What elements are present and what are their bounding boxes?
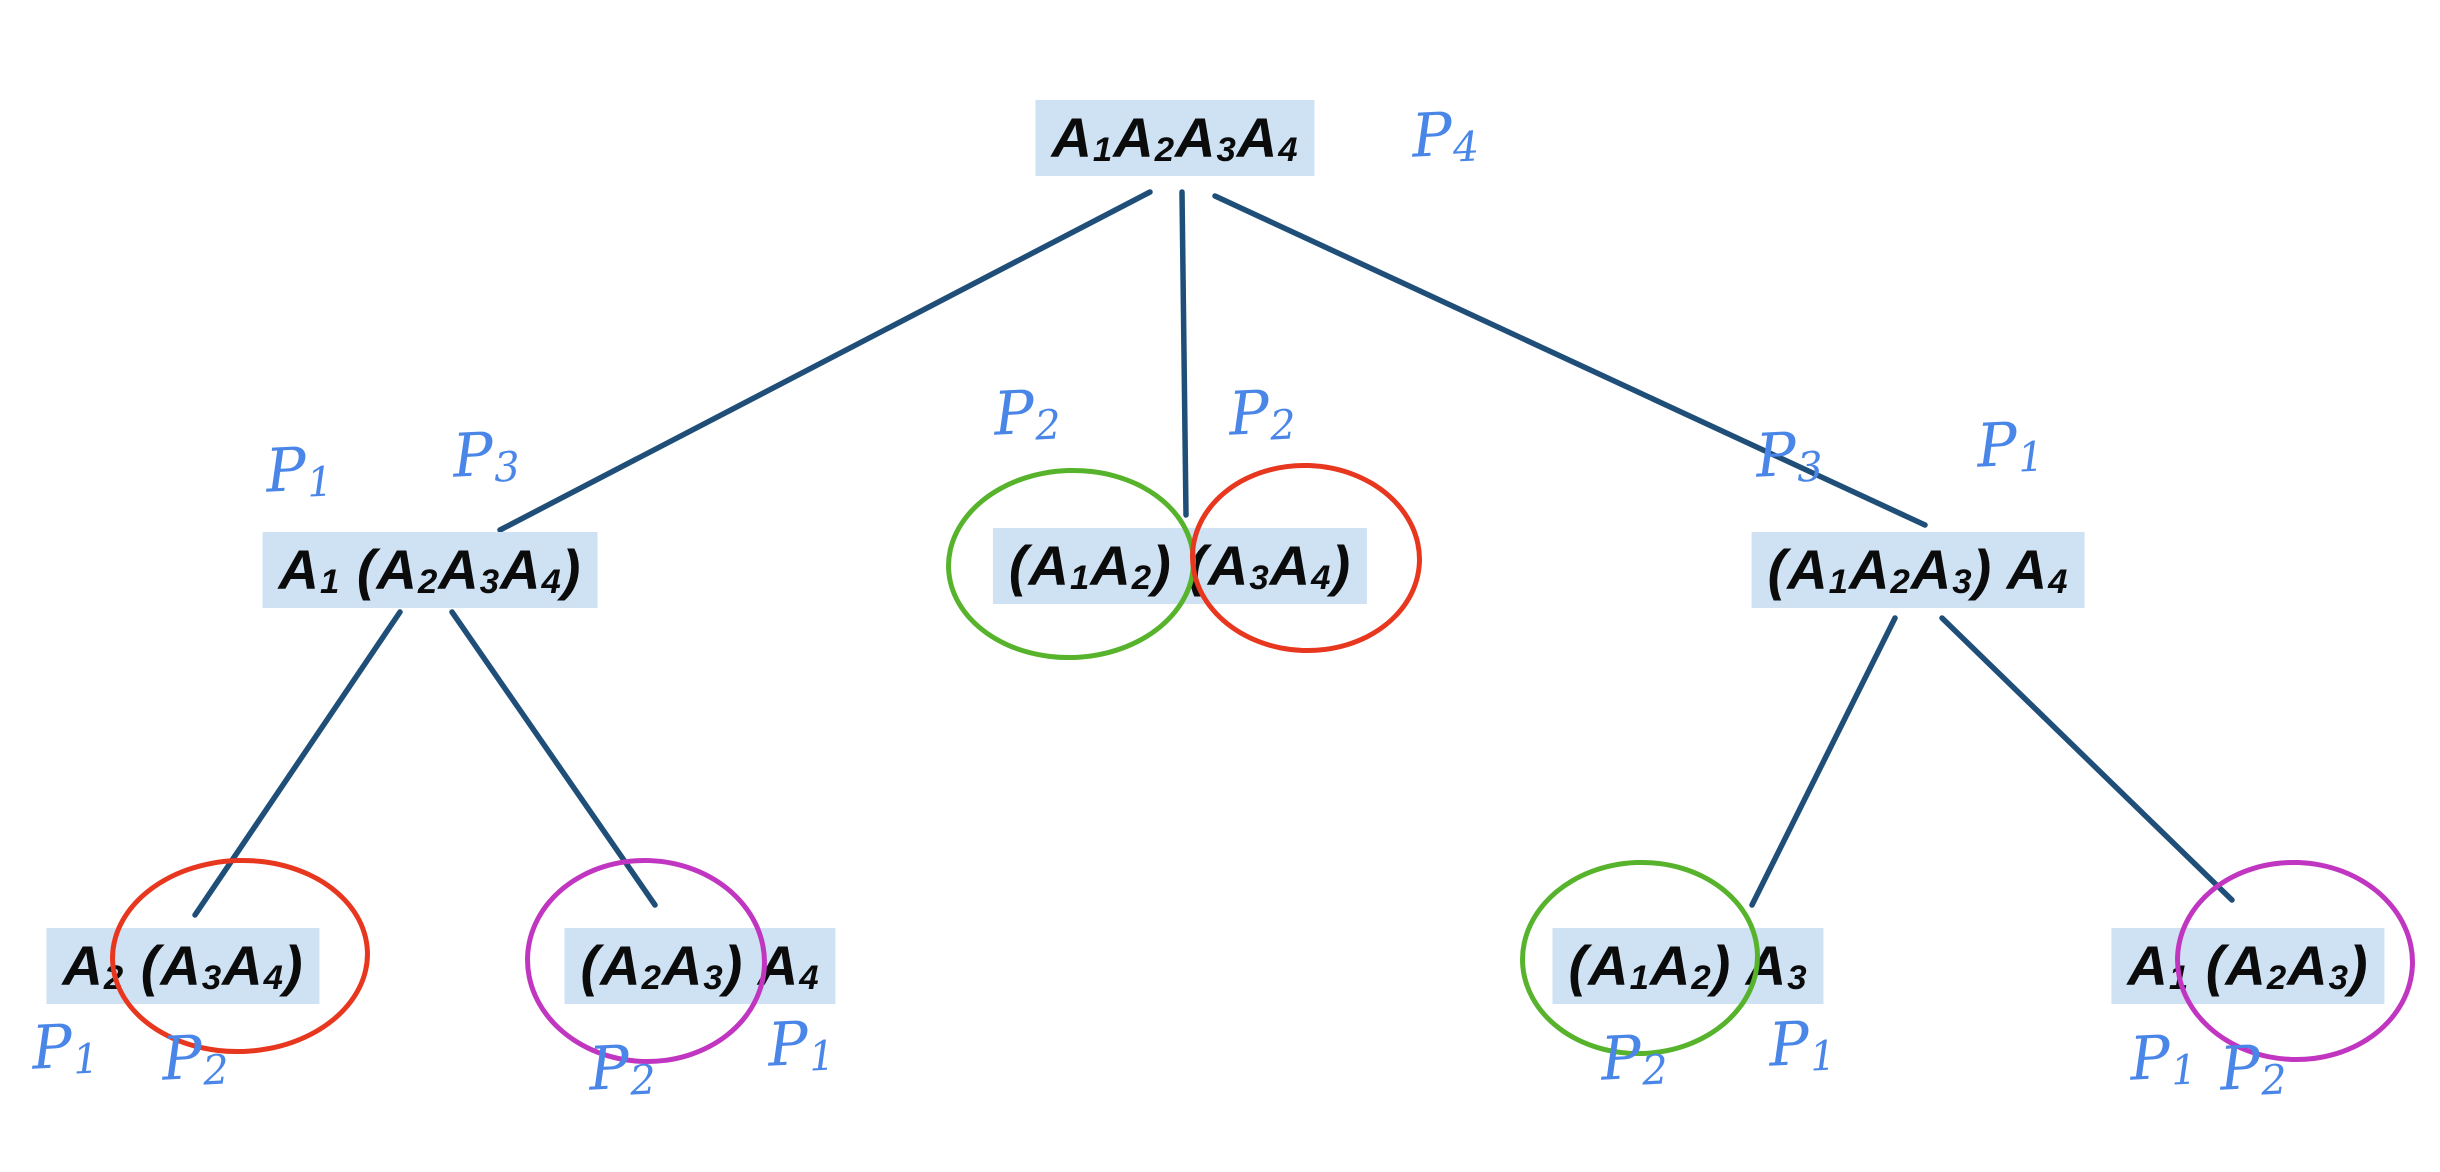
edge-right-rightright bbox=[1939, 615, 2235, 903]
ink-p1-leftleft-node: P1 bbox=[30, 1011, 101, 1084]
node-left-right: (A2A3) A4 bbox=[564, 928, 836, 1005]
ink-p2-leftright-node: P2 bbox=[587, 1032, 658, 1105]
ink-p2-rightleft-node: P2 bbox=[1599, 1022, 1670, 1095]
ink-p1-rightright-node: P1 bbox=[2128, 1022, 2199, 1095]
node-left: A1 (A2A3A4) bbox=[262, 532, 598, 609]
ink-p4-root: P4 bbox=[1410, 99, 1481, 172]
node-middle: (A1A2) (A3A4) bbox=[992, 528, 1368, 605]
edge-left-leftleft bbox=[192, 609, 403, 918]
ink-p2-middle-right: P2 bbox=[1227, 377, 1298, 450]
node-left-left: A2 (A3A4) bbox=[46, 928, 320, 1005]
node-right-right: A1 (A2A3) bbox=[2111, 928, 2385, 1005]
ink-p3-right-node: P3 bbox=[1754, 419, 1825, 492]
ink-p2-leftleft-node: P2 bbox=[160, 1022, 231, 1095]
edge-left-leftright bbox=[449, 609, 658, 908]
ink-p2-middle-left: P2 bbox=[992, 377, 1063, 450]
node-right-left: (A1A2) A3 bbox=[1552, 928, 1824, 1005]
edge-root-right bbox=[1212, 193, 1928, 528]
node-root: A1A2A3A4 bbox=[1035, 100, 1315, 177]
edge-root-left bbox=[497, 189, 1153, 533]
edge-root-middle bbox=[1179, 189, 1189, 518]
ink-p2-rightright-node: P2 bbox=[2218, 1032, 2289, 1105]
node-right: (A1A2A3) A4 bbox=[1751, 532, 2085, 609]
ink-p1-left-node: P1 bbox=[264, 434, 335, 507]
ink-p1-leftright-node: P1 bbox=[766, 1008, 837, 1081]
ink-p1-rightleft-node: P1 bbox=[1767, 1008, 1838, 1081]
edge-right-rightleft bbox=[1749, 615, 1898, 908]
ink-p1-right-node: P1 bbox=[1975, 409, 2046, 482]
ink-p3-left-node: P3 bbox=[451, 419, 522, 492]
